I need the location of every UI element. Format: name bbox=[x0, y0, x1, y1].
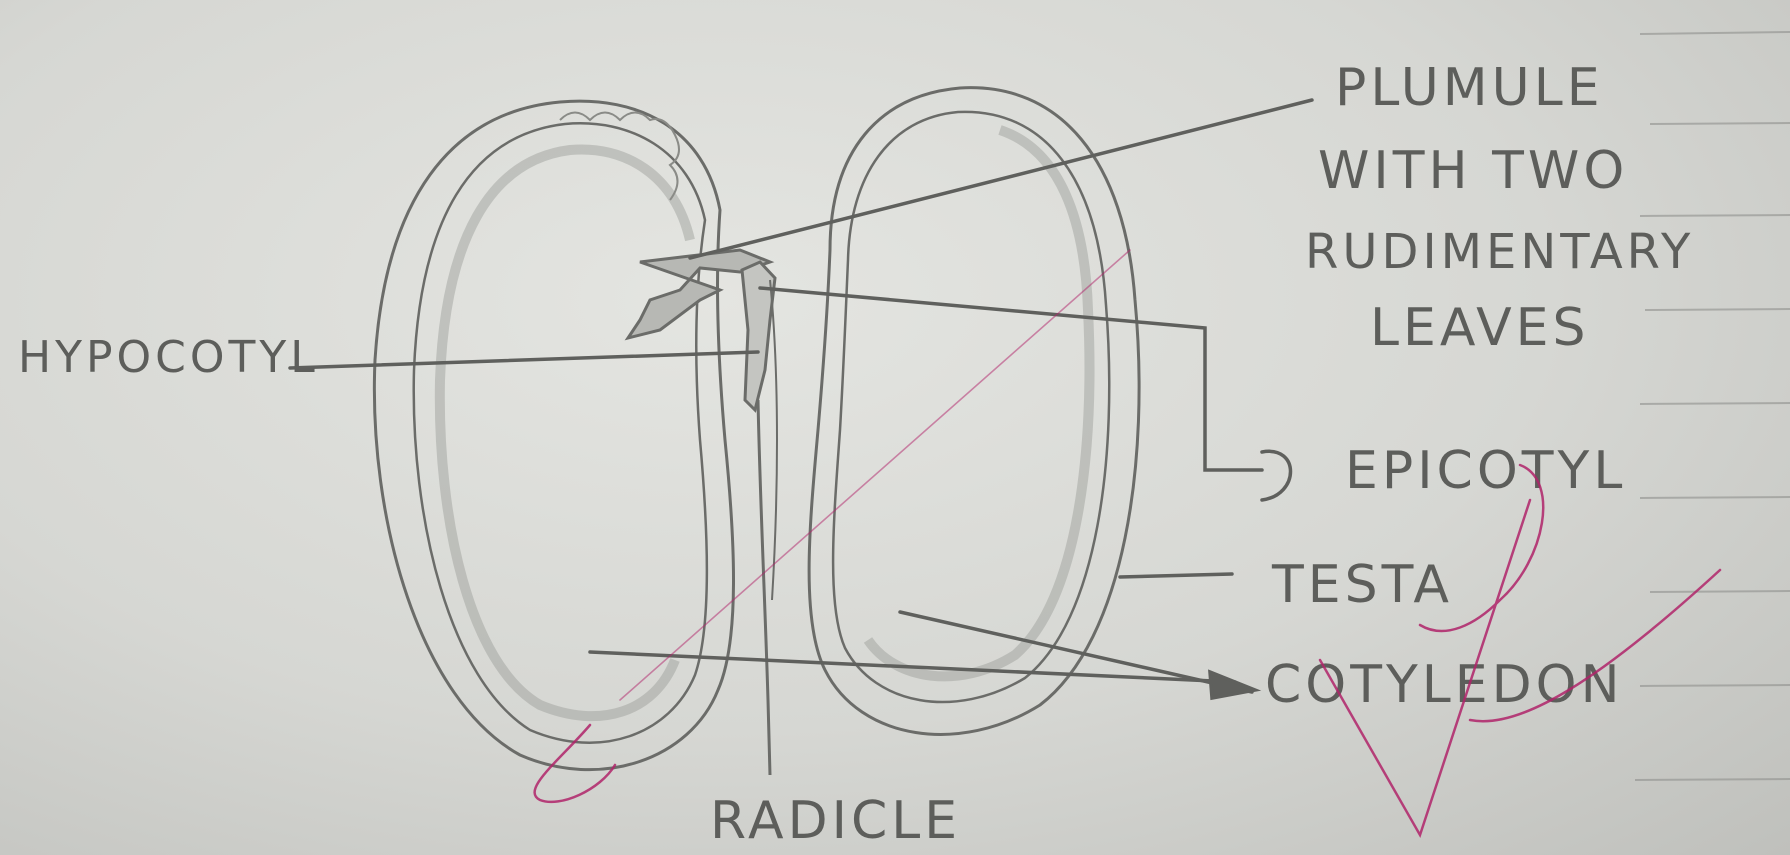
left-half-inner bbox=[414, 123, 707, 742]
plumule-leader bbox=[690, 100, 1312, 258]
hypocotyl-leader bbox=[290, 352, 758, 368]
cotyledon-label: COTYLEDON bbox=[1265, 655, 1623, 715]
plumule-label-line-3: RUDIMENTARY bbox=[1305, 224, 1694, 280]
epicotyl-leader bbox=[760, 288, 1262, 470]
plumule-label-line-4: LEAVES bbox=[1370, 298, 1590, 358]
radicle-line-2 bbox=[770, 280, 777, 600]
labels: PLUMULE WITH TWO RUDIMENTARY LEAVES HYPO… bbox=[18, 58, 1694, 851]
seed-half-left bbox=[374, 101, 733, 770]
cotyledon-arrowhead bbox=[1210, 672, 1255, 698]
radicle-label: RADICLE bbox=[710, 791, 961, 851]
testa-label: TESTA bbox=[1271, 555, 1453, 615]
left-half-shading bbox=[440, 149, 690, 716]
ruled-lines bbox=[1635, 32, 1790, 780]
right-half-shading bbox=[868, 130, 1089, 676]
epicotyl-arrow bbox=[1262, 451, 1291, 500]
epicotyl-label: EPICOTYL bbox=[1345, 441, 1626, 501]
hypocotyl-label: HYPOCOTYL bbox=[18, 332, 319, 383]
plumule-label-line-2: WITH TWO bbox=[1318, 141, 1628, 201]
testa-leader bbox=[1120, 574, 1232, 577]
radicle-line bbox=[758, 400, 770, 775]
plumule-label-line-1: PLUMULE bbox=[1335, 58, 1604, 118]
